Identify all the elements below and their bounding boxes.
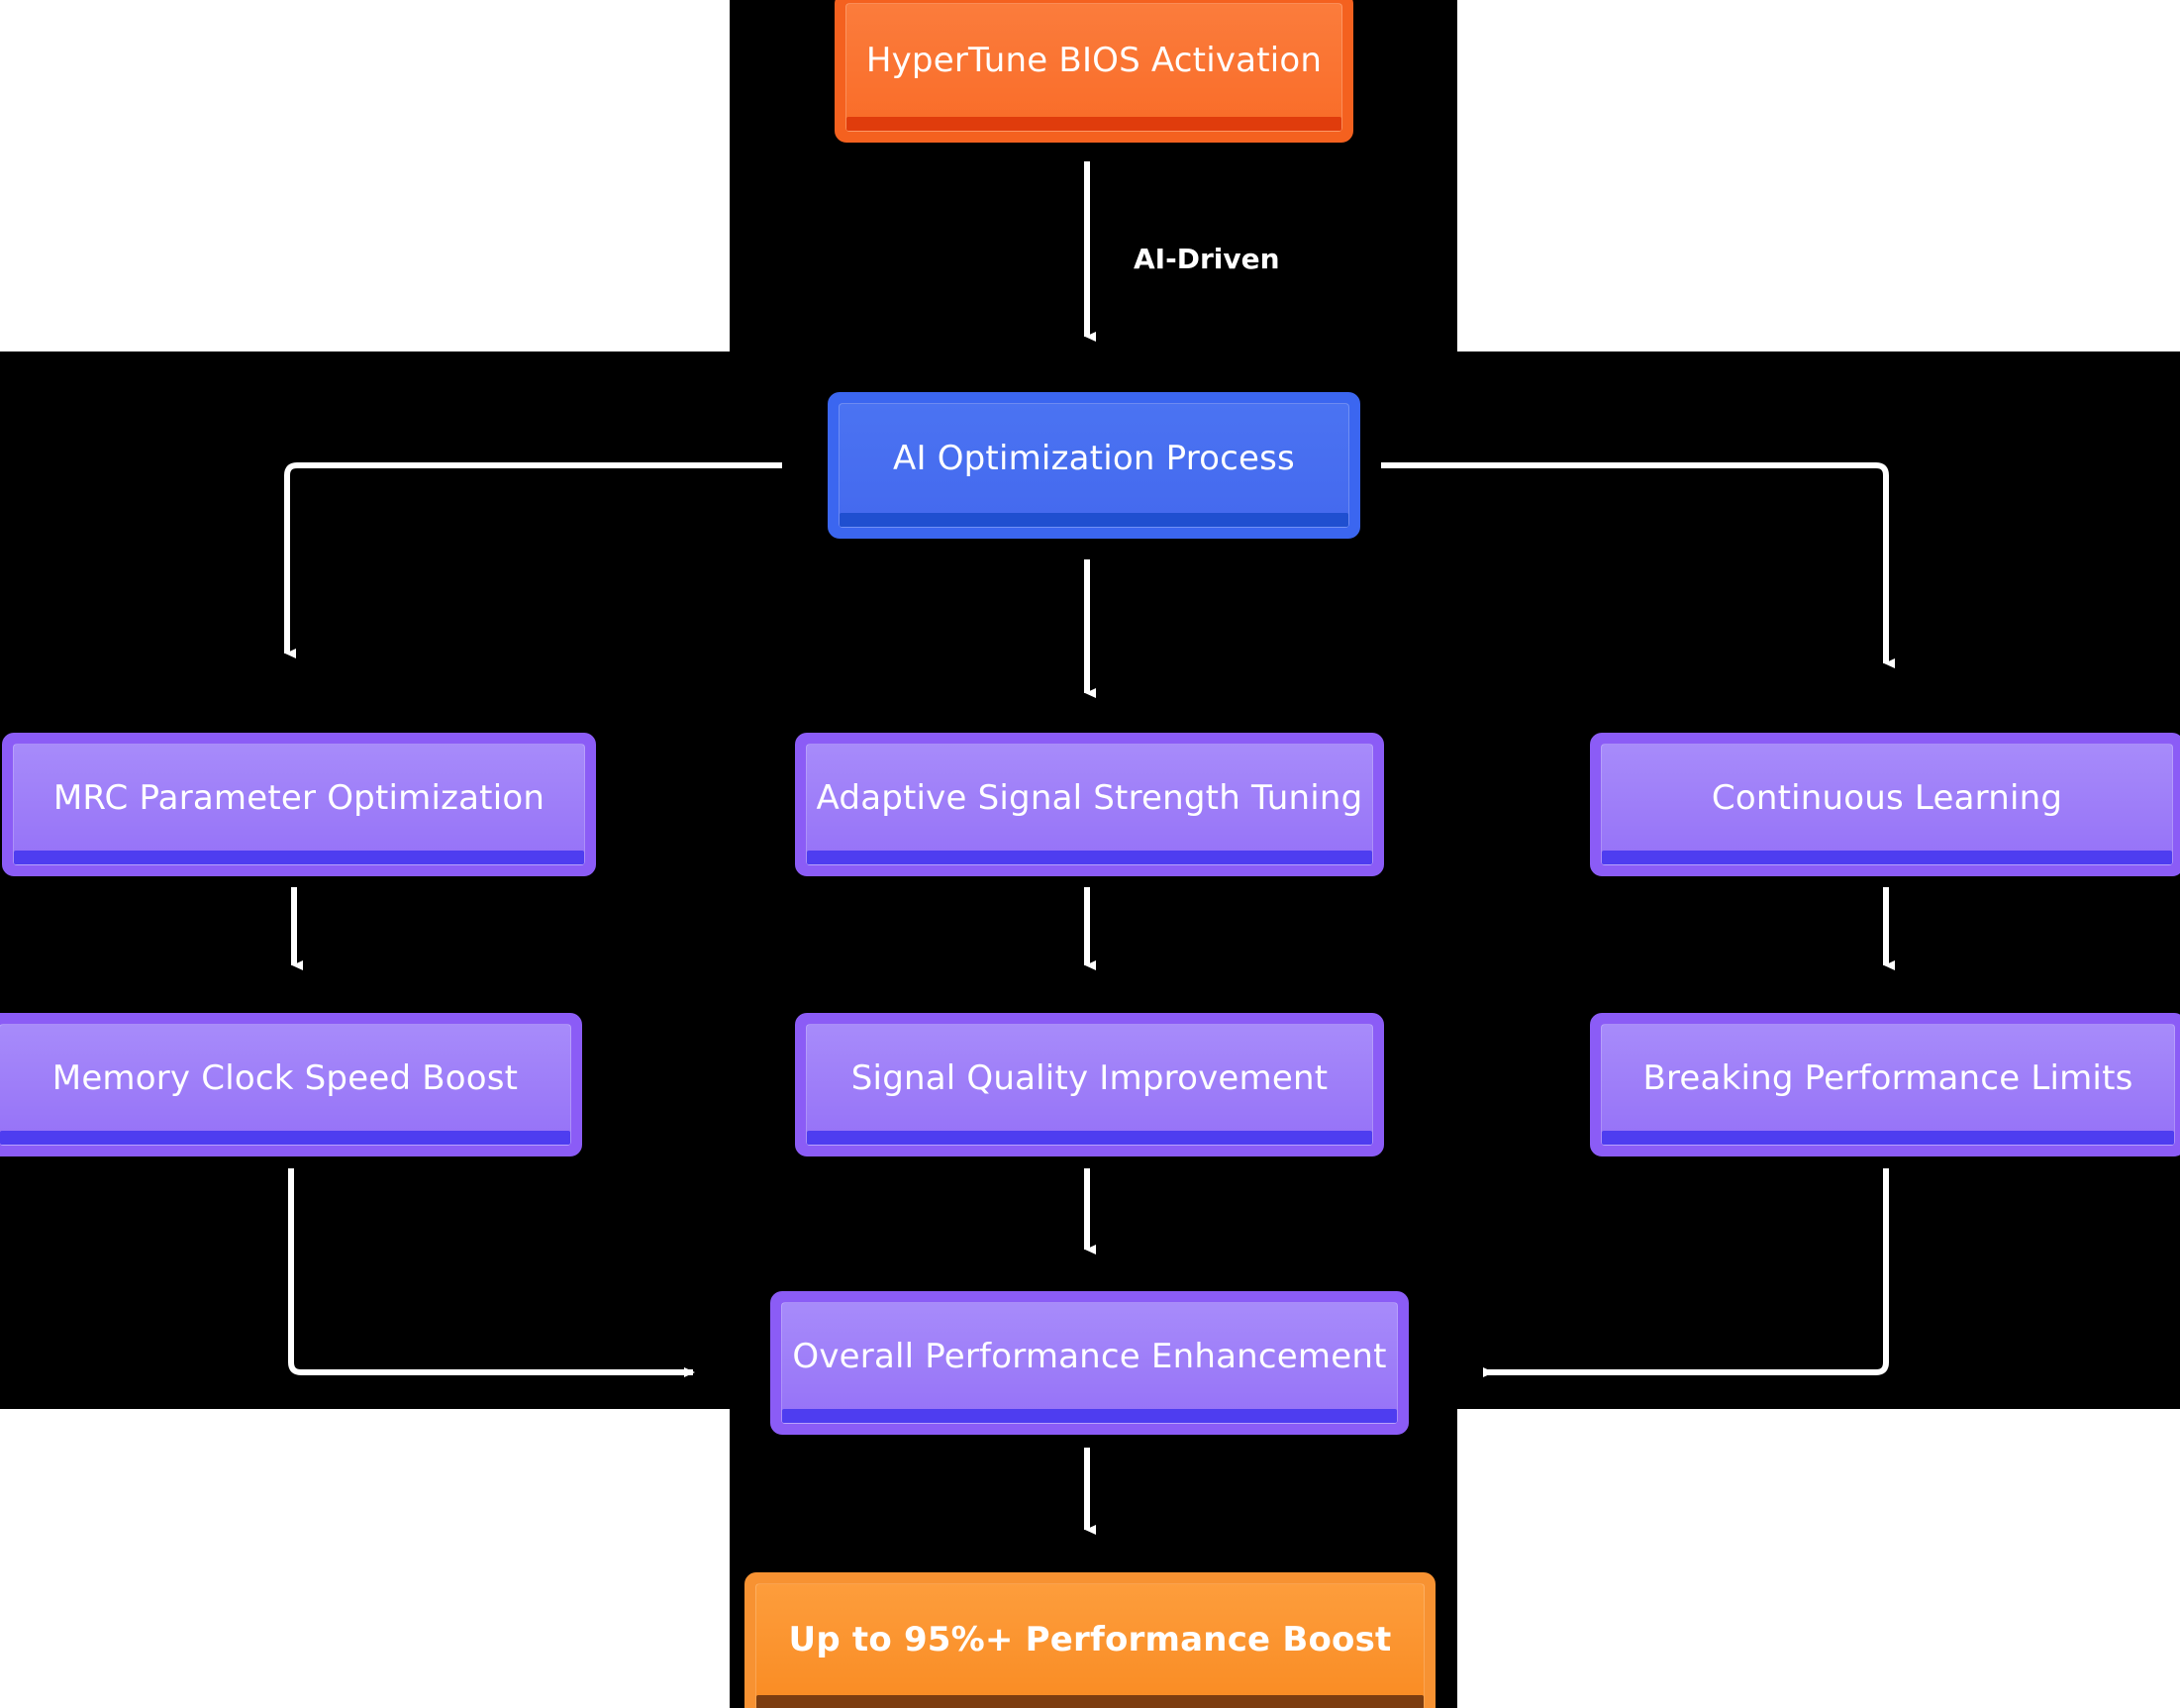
node-inner-panel: MRC Parameter Optimization bbox=[13, 744, 585, 865]
node-accent-bar bbox=[846, 117, 1341, 131]
node-inner-panel: Overall Performance Enhancement bbox=[781, 1302, 1398, 1424]
node-label: Adaptive Signal Strength Tuning bbox=[816, 777, 1363, 818]
node-accent-bar bbox=[1602, 851, 2172, 864]
node-inner-panel: Up to 95%+ Performance Boost bbox=[755, 1583, 1425, 1708]
node-label: Up to 95%+ Performance Boost bbox=[788, 1620, 1392, 1660]
node-accent-bar bbox=[756, 1695, 1424, 1708]
node-hypertune-bios-activation[interactable]: HyperTune BIOS Activation bbox=[835, 0, 1353, 143]
node-accent-bar bbox=[0, 1131, 570, 1145]
node-ai-optimization-process[interactable]: AI Optimization Process bbox=[828, 392, 1360, 539]
node-label: MRC Parameter Optimization bbox=[52, 777, 545, 818]
node-inner-panel: HyperTune BIOS Activation bbox=[845, 3, 1342, 132]
node-label: HyperTune BIOS Activation bbox=[865, 41, 1323, 81]
node-accent-bar bbox=[1602, 1131, 2174, 1145]
edge-label-ai-driven: AI-Driven bbox=[1134, 243, 1280, 275]
node-accent-bar bbox=[14, 851, 584, 864]
node-accent-bar bbox=[840, 513, 1348, 527]
node-inner-panel: Signal Quality Improvement bbox=[806, 1024, 1373, 1146]
node-mrc-parameter-optimization[interactable]: MRC Parameter Optimization bbox=[2, 733, 596, 876]
node-label: Breaking Performance Limits bbox=[1642, 1057, 2133, 1098]
node-overall-performance-enhancement[interactable]: Overall Performance Enhancement bbox=[770, 1291, 1409, 1435]
node-label: AI Optimization Process bbox=[893, 439, 1295, 479]
node-inner-panel: Adaptive Signal Strength Tuning bbox=[806, 744, 1373, 865]
node-accent-bar bbox=[807, 851, 1372, 864]
node-continuous-learning[interactable]: Continuous Learning bbox=[1590, 733, 2180, 876]
node-inner-panel: AI Optimization Process bbox=[839, 403, 1349, 528]
node-accent-bar bbox=[807, 1131, 1372, 1145]
node-inner-panel: Continuous Learning bbox=[1601, 744, 2173, 865]
node-adaptive-signal-strength-tuning[interactable]: Adaptive Signal Strength Tuning bbox=[795, 733, 1384, 876]
node-label: Memory Clock Speed Boost bbox=[51, 1057, 519, 1098]
node-label: Continuous Learning bbox=[1711, 777, 2063, 818]
node-memory-clock-speed-boost[interactable]: Memory Clock Speed Boost bbox=[0, 1013, 582, 1156]
node-inner-panel: Memory Clock Speed Boost bbox=[0, 1024, 571, 1146]
node-accent-bar bbox=[782, 1409, 1397, 1423]
node-breaking-performance-limits[interactable]: Breaking Performance Limits bbox=[1590, 1013, 2180, 1156]
node-inner-panel: Breaking Performance Limits bbox=[1601, 1024, 2175, 1146]
node-label: Signal Quality Improvement bbox=[850, 1057, 1329, 1098]
node-label: Overall Performance Enhancement bbox=[792, 1336, 1387, 1376]
node-up-to-95-percent-performance-boost[interactable]: Up to 95%+ Performance Boost bbox=[744, 1572, 1436, 1708]
node-signal-quality-improvement[interactable]: Signal Quality Improvement bbox=[795, 1013, 1384, 1156]
